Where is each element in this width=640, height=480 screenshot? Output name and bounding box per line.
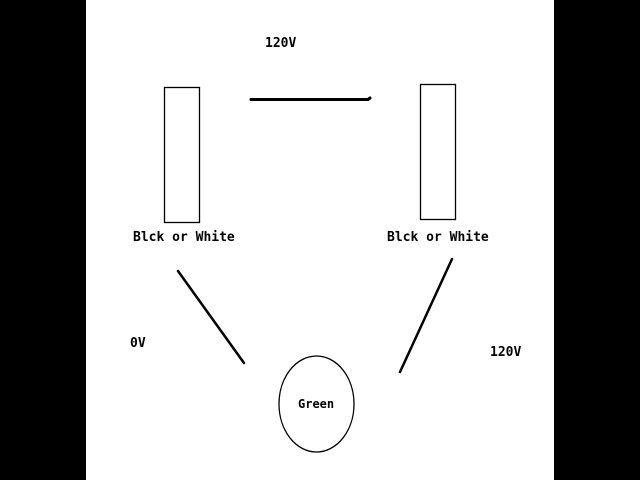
left-slot-label: Blck or White <box>133 230 235 245</box>
ground-hole-label: Green <box>298 397 334 411</box>
right-slot-label: Blck or White <box>387 230 489 245</box>
right-slot <box>419 83 457 221</box>
right-line <box>398 257 454 374</box>
diagram-canvas <box>86 0 554 480</box>
left-slot <box>163 86 201 224</box>
top-voltage-label: 120V <box>265 36 296 51</box>
right-voltage-label: 120V <box>490 345 521 360</box>
left-line <box>176 269 246 365</box>
left-voltage-label: 0V <box>130 336 146 351</box>
top-line <box>249 96 372 101</box>
ground-hole <box>278 355 355 453</box>
